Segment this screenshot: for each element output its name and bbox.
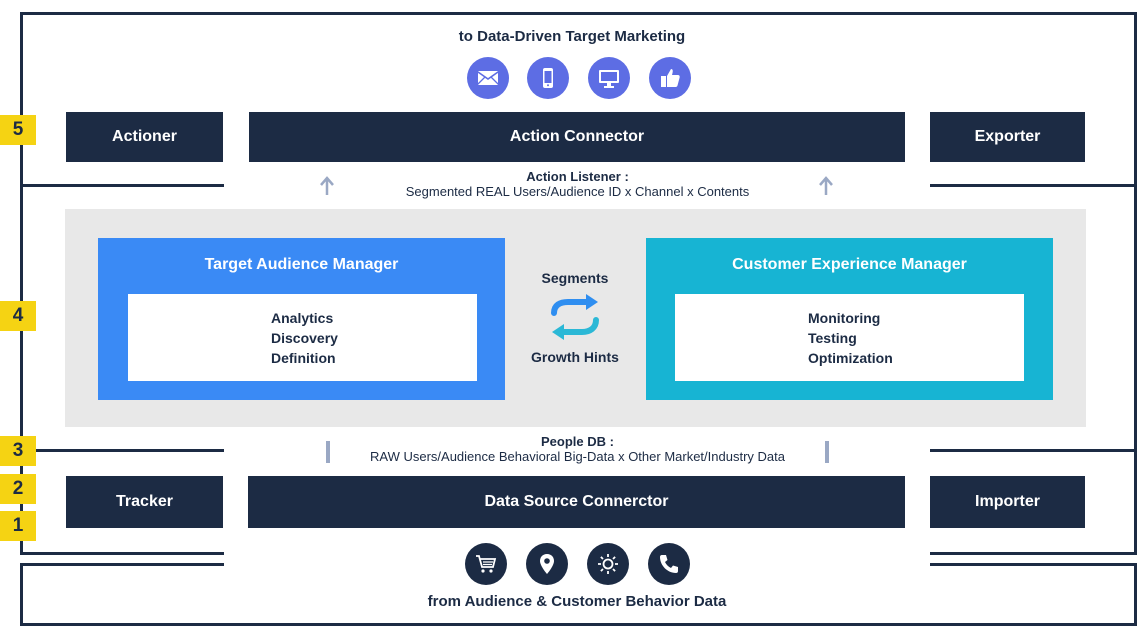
exporter-box: Exporter — [930, 112, 1085, 162]
action-connector-box: Action Connector — [249, 112, 905, 162]
layer-badge-3: 3 — [0, 436, 36, 466]
mail-icon — [467, 57, 509, 99]
output-title: to Data-Driven Target Marketing — [458, 28, 686, 45]
frame-left — [20, 12, 23, 555]
segments-label: Segments — [541, 270, 609, 286]
action-listener-title: Action Listener : — [526, 169, 629, 184]
phone-icon — [648, 543, 690, 585]
up-arrow-right — [819, 176, 833, 195]
frame-bottom-left — [20, 552, 224, 555]
people-db-caption: People DB : RAW Users/Audience Behaviora… — [335, 434, 820, 464]
cxm-functions: Monitoring Testing Optimization — [675, 294, 1024, 381]
customer-experience-manager: Customer Experience Manager Monitoring T… — [646, 238, 1053, 400]
frame-divider-lower-left — [20, 449, 224, 452]
up-arrow-left — [320, 176, 334, 195]
monitor-icon — [588, 57, 630, 99]
tracker-box: Tracker — [66, 476, 223, 528]
frame-divider-upper-left — [20, 184, 224, 187]
source-box-left — [20, 563, 23, 626]
cxm-item-optimization: Optimization — [808, 349, 893, 366]
tam-title: Target Audience Manager — [204, 256, 399, 273]
importer-box: Importer — [930, 476, 1085, 528]
action-listener-caption: Action Listener : Segmented REAL Users/A… — [340, 169, 815, 199]
people-db-title: People DB : — [541, 434, 614, 449]
frame-divider-lower-right — [930, 449, 1137, 452]
cxm-title: Customer Experience Manager — [732, 256, 967, 273]
frame-top — [20, 12, 1137, 15]
tam-item-definition: Definition — [271, 349, 336, 366]
input-title: from Audience & Customer Behavior Data — [427, 593, 727, 610]
connector-line-left — [326, 441, 330, 463]
layer-badge-4: 4 — [0, 301, 36, 331]
frame-right — [1134, 12, 1137, 555]
location-pin-icon — [526, 543, 568, 585]
people-db-subtitle: RAW Users/Audience Behavioral Big-Data x… — [370, 449, 785, 464]
layer-badge-2: 2 — [0, 474, 36, 504]
source-box-top-left — [20, 563, 224, 566]
frame-bottom-right — [930, 552, 1137, 555]
smartphone-icon — [527, 57, 569, 99]
target-audience-manager: Target Audience Manager Analytics Discov… — [98, 238, 505, 400]
layer-badge-5: 5 — [0, 115, 36, 145]
source-box-bottom — [20, 623, 1137, 626]
thumbs-up-icon — [649, 57, 691, 99]
data-source-connector-box: Data Source Connerctor — [248, 476, 905, 528]
tam-item-discovery: Discovery — [271, 329, 338, 346]
action-listener-subtitle: Segmented REAL Users/Audience ID x Chann… — [405, 184, 750, 199]
layer-badge-1: 1 — [0, 511, 36, 541]
source-box-top-right — [930, 563, 1137, 566]
frame-divider-upper-right — [930, 184, 1137, 187]
connector-line-right — [825, 441, 829, 463]
cxm-item-testing: Testing — [808, 329, 857, 346]
shopping-cart-icon — [465, 543, 507, 585]
actioner-box: Actioner — [66, 112, 223, 162]
cxm-item-monitoring: Monitoring — [808, 309, 881, 326]
tam-item-analytics: Analytics — [271, 309, 334, 326]
tam-functions: Analytics Discovery Definition — [128, 294, 477, 381]
sync-arrows-icon — [551, 294, 599, 340]
growth-hints-label: Growth Hints — [531, 349, 619, 365]
source-box-right — [1134, 563, 1137, 626]
sun-icon — [587, 543, 629, 585]
